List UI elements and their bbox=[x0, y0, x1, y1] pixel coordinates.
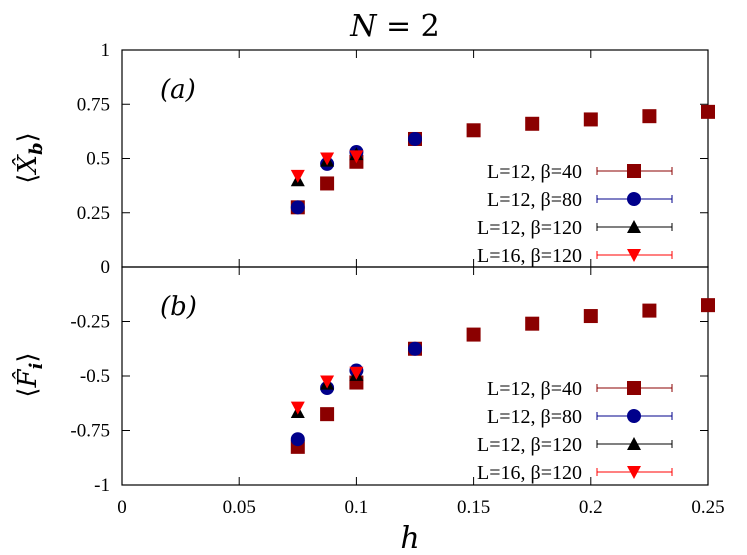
legend-label: L=12, β=120 bbox=[477, 217, 582, 239]
data-point bbox=[642, 303, 657, 318]
x-tick-label: 0.15 bbox=[457, 497, 490, 518]
plot-frame bbox=[121, 266, 709, 486]
x-tick-label: 0.1 bbox=[345, 497, 369, 518]
data-point bbox=[290, 200, 305, 215]
data-point bbox=[525, 116, 540, 131]
legend-marker bbox=[627, 409, 641, 423]
panel-b: -0.25 -0.5 -0.75 -1 0 0.05 0.1 0.15 0.2 0.25 (b) L=… bbox=[70, 266, 725, 518]
y-tick-label: -0.25 bbox=[70, 312, 110, 333]
legend-label: L=12, β=40 bbox=[487, 378, 582, 400]
legend-marker bbox=[627, 466, 641, 479]
data-point bbox=[408, 341, 422, 356]
y-tick-label: -0.75 bbox=[70, 421, 110, 442]
x-tick-label: 0.05 bbox=[223, 497, 256, 518]
svg-text:⟨F̂i⟩: ⟨F̂i⟩ bbox=[12, 352, 47, 397]
legend-marker bbox=[627, 437, 641, 450]
x-tick-label: 0.2 bbox=[579, 497, 603, 518]
legend-marker bbox=[627, 249, 641, 262]
data-point bbox=[349, 366, 364, 380]
svg-text:N = 2: N = 2 bbox=[349, 9, 440, 44]
chart-title: N = 2 bbox=[349, 9, 440, 44]
data-point bbox=[349, 150, 364, 164]
data-point bbox=[320, 407, 335, 422]
data-point bbox=[408, 131, 422, 146]
data-point bbox=[320, 375, 335, 389]
data-point bbox=[701, 104, 715, 119]
legend-label: L=16, β=120 bbox=[477, 245, 582, 267]
x-tick-label: 0 bbox=[117, 497, 127, 518]
data-point bbox=[290, 169, 305, 183]
data-point bbox=[320, 176, 335, 191]
x-axis-label: h bbox=[400, 521, 419, 555]
legend-marker bbox=[627, 192, 641, 206]
y-axis-label-a: ⟨X̂b⟩ bbox=[12, 132, 47, 183]
x-tick-label: 0.25 bbox=[691, 497, 724, 518]
legend-label: L=12, β=80 bbox=[487, 406, 582, 428]
series-circle bbox=[290, 131, 422, 215]
legend-label: L=12, β=40 bbox=[487, 161, 582, 183]
series-triangle-down bbox=[290, 150, 364, 183]
data-point bbox=[290, 432, 305, 447]
y-tick-label: 1 bbox=[101, 40, 111, 61]
panel-label: (a) bbox=[160, 75, 196, 105]
plot-frame bbox=[121, 49, 709, 268]
legend-label: L=12, β=120 bbox=[477, 434, 582, 456]
series-circle bbox=[290, 341, 422, 447]
legend-marker bbox=[627, 164, 641, 178]
legend-marker bbox=[627, 220, 641, 233]
data-point bbox=[290, 401, 305, 415]
data-point bbox=[466, 327, 481, 342]
y-axis-label-b: ⟨F̂i⟩ bbox=[12, 352, 47, 397]
y-tick-label: -1 bbox=[94, 475, 110, 496]
data-point bbox=[583, 112, 598, 127]
legend-marker bbox=[627, 381, 641, 395]
series-triangle-down bbox=[290, 366, 364, 415]
y-tick-label: -0.5 bbox=[80, 366, 110, 387]
legend-label: L=12, β=80 bbox=[487, 189, 582, 211]
y-tick-label: 0.5 bbox=[86, 149, 110, 170]
data-point bbox=[525, 316, 540, 331]
legend-label: L=16, β=120 bbox=[477, 462, 582, 484]
data-point bbox=[701, 298, 715, 313]
y-tick-label: 0.75 bbox=[77, 94, 110, 115]
data-point bbox=[642, 109, 657, 124]
panel-label: (b) bbox=[160, 292, 197, 322]
panel-a: 00.250.50.751(a)L=12, β=40L=12, β=80L=12… bbox=[77, 40, 715, 278]
data-point bbox=[583, 309, 598, 324]
svg-text:⟨X̂b⟩: ⟨X̂b⟩ bbox=[12, 132, 47, 183]
data-point bbox=[466, 123, 481, 138]
data-point bbox=[320, 152, 335, 166]
y-tick-label: 0 bbox=[101, 257, 111, 278]
y-tick-label: 0.25 bbox=[77, 203, 110, 224]
